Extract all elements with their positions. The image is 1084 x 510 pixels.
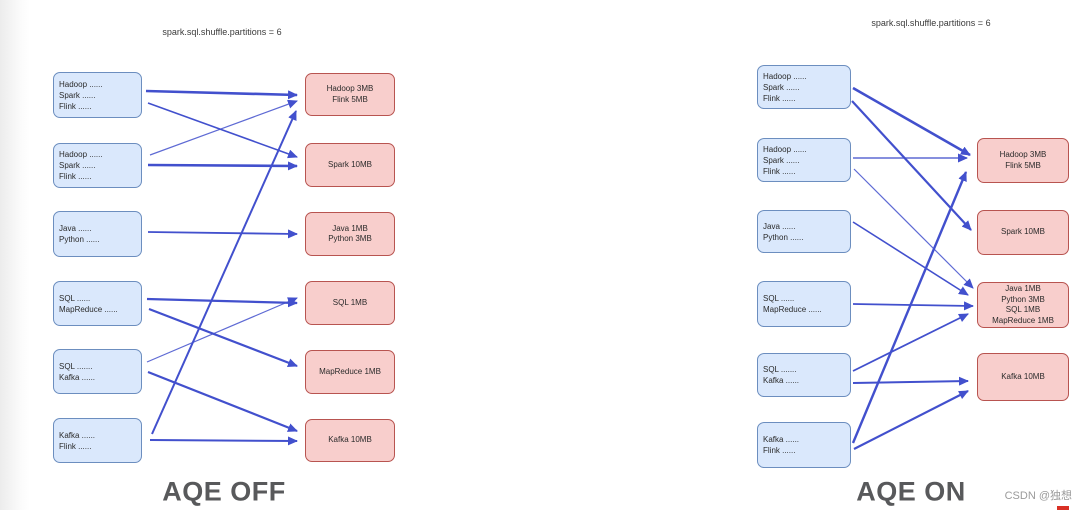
aqe-on-mapper-box: Hadoop ......Spark ......Flink ...... — [757, 65, 851, 109]
aqe-off-shuffle-arrow — [147, 161, 298, 171]
aqe-off-shuffle-arrow — [146, 297, 298, 363]
reducer-text-line: Python 3MB — [1001, 294, 1045, 304]
aqe-off-shuffle-arrow — [146, 297, 298, 308]
reducer-text-line: Hadoop 3MB — [326, 84, 374, 93]
aqe-on-shuffle-arrow — [852, 313, 969, 372]
aqe-on-mapper-box: Kafka ...... Flink ...... — [757, 422, 851, 468]
mapper-text-line: Kafka ...... — [59, 372, 96, 382]
reducer-text-line: Kafka 10MB — [328, 435, 372, 445]
aqe-on-mapper-box: Java ......Python ...... — [757, 210, 851, 253]
aqe-off-shuffle-arrow — [149, 436, 298, 446]
reducer-text-line: Kafka 10MB — [1001, 371, 1045, 381]
aqe-on-shuffle-arrow — [851, 171, 968, 444]
mapper-text-line: Flink ...... — [763, 166, 796, 176]
aqe-off-shuffle-arrow — [149, 99, 298, 156]
aqe-off-reducer-box: MapReduce 1MB — [305, 350, 395, 394]
mapper-text-line: MapReduce ...... — [59, 304, 118, 314]
aqe-on-reducer-box: Spark 10MB — [977, 210, 1069, 255]
aqe-off-mapper-box: Kafka ......Flink ...... — [53, 418, 142, 463]
aqe-off-shuffle-arrow — [147, 229, 298, 239]
aqe-off-shuffle-arrow — [145, 89, 298, 100]
mapper-text-line: Hadoop ...... — [763, 71, 807, 81]
aqe-on-shuffle-arrow — [852, 301, 974, 311]
reducer-text-line: Spark 10MB — [327, 159, 373, 169]
aqe-off-shuffle-arrow — [148, 307, 298, 368]
mapper-text-line: Java ...... — [763, 221, 796, 231]
mapper-text-line: SQL ....... — [59, 361, 93, 371]
mapper-text-line: Python ...... — [59, 235, 100, 244]
aqe-on-mapper-box: SQL ....... Kafka ...... — [757, 353, 851, 397]
aqe-off-shuffle-arrow — [151, 110, 297, 435]
aqe-off-label: AQE OFF — [162, 476, 286, 507]
aqe-off-reducer-box: SQL 1MB — [305, 281, 395, 325]
corner-red-mark — [1057, 506, 1069, 510]
reducer-text-line: MapReduce 1MB — [992, 315, 1054, 325]
aqe-off-title: spark.sql.shuffle.partitions = 6 — [162, 27, 282, 37]
csdn-watermark: CSDN @独想 — [1004, 490, 1072, 502]
mapper-text-line: Flink ...... — [763, 93, 796, 103]
mapper-text-line: Flink ...... — [59, 172, 92, 181]
reducer-text-line: Python 3MB — [328, 234, 372, 243]
aqe-off-mapper-box: SQL ......MapReduce ...... — [53, 281, 142, 326]
reducer-text-line: Java 1MB — [1005, 284, 1041, 293]
aqe-on-shuffle-arrow — [852, 86, 971, 157]
reducer-text-line: Flink 5MB — [332, 94, 368, 104]
mapper-text-line: SQL ....... — [763, 365, 797, 374]
aqe-off-reducer-box: Kafka 10MB — [305, 419, 395, 462]
aqe-on-mapper-box: Hadoop ......Spark ......Flink ...... — [757, 138, 851, 182]
aqe-on-shuffle-arrow — [852, 376, 969, 386]
mapper-text-line: Python ...... — [763, 232, 804, 242]
aqe-on-title: spark.sql.shuffle.partitions = 6 — [871, 18, 991, 28]
reducer-text-line: Flink 5MB — [1005, 160, 1041, 170]
mapper-text-line: Spark ...... — [763, 155, 800, 165]
reducer-text-line: SQL 1MB — [332, 297, 368, 307]
mapper-text-line: Kafka ...... — [763, 435, 800, 444]
mapper-text-line: Spark ...... — [763, 82, 800, 92]
aqe-on-shuffle-arrow — [852, 221, 969, 296]
reducer-text-line: MapReduce 1MB — [319, 366, 381, 376]
aqe-on-shuffle-arrow — [853, 168, 974, 289]
aqe-off-shuffle-arrow — [147, 370, 298, 433]
reducer-text-line: Hadoop 3MB — [999, 150, 1047, 159]
aqe-on-label: AQE ON — [856, 476, 966, 507]
mapper-text-line: Kafka ...... — [59, 430, 96, 440]
mapper-text-line: Kafka ...... — [763, 376, 800, 385]
mapper-text-line: Hadoop ...... — [59, 79, 103, 89]
mapper-text-line: Spark ...... — [59, 90, 96, 100]
aqe-on-mapper-box: SQL ...... MapReduce ...... — [757, 281, 851, 327]
mapper-text-line: Flink ...... — [59, 441, 92, 451]
aqe-off-mapper-box: Hadoop ......Spark ......Flink ...... — [53, 72, 142, 118]
mapper-text-line: Flink ...... — [59, 101, 92, 111]
mapper-text-line: Hadoop ...... — [763, 144, 807, 154]
aqe-off-mapper-box: Java ...... Python ...... — [53, 211, 142, 257]
aqe-on-shuffle-arrow — [853, 390, 969, 450]
aqe-off-mapper-box: Hadoop ...... Spark ...... Flink ...... — [53, 143, 142, 188]
mapper-text-line: MapReduce ...... — [763, 305, 822, 314]
reducer-text-line: Java 1MB — [332, 223, 368, 233]
mapper-text-line: Spark ...... — [59, 161, 96, 170]
reducer-text-line: SQL 1MB — [1005, 305, 1041, 314]
aqe-off-reducer-box: Spark 10MB — [305, 143, 395, 187]
mapper-text-line: Flink ...... — [763, 446, 796, 455]
mapper-text-line: Java ...... — [59, 224, 92, 233]
aqe-off-mapper-box: SQL .......Kafka ...... — [53, 349, 142, 394]
mapper-text-line: SQL ...... — [59, 293, 91, 303]
aqe-off-shuffle-arrow — [147, 102, 298, 159]
mapper-text-line: Hadoop ...... — [59, 150, 103, 159]
mapper-text-line: SQL ...... — [763, 294, 795, 303]
reducer-text-line: Spark 10MB — [1000, 227, 1046, 237]
aqe-on-reducer-box: Kafka 10MB — [977, 353, 1069, 401]
